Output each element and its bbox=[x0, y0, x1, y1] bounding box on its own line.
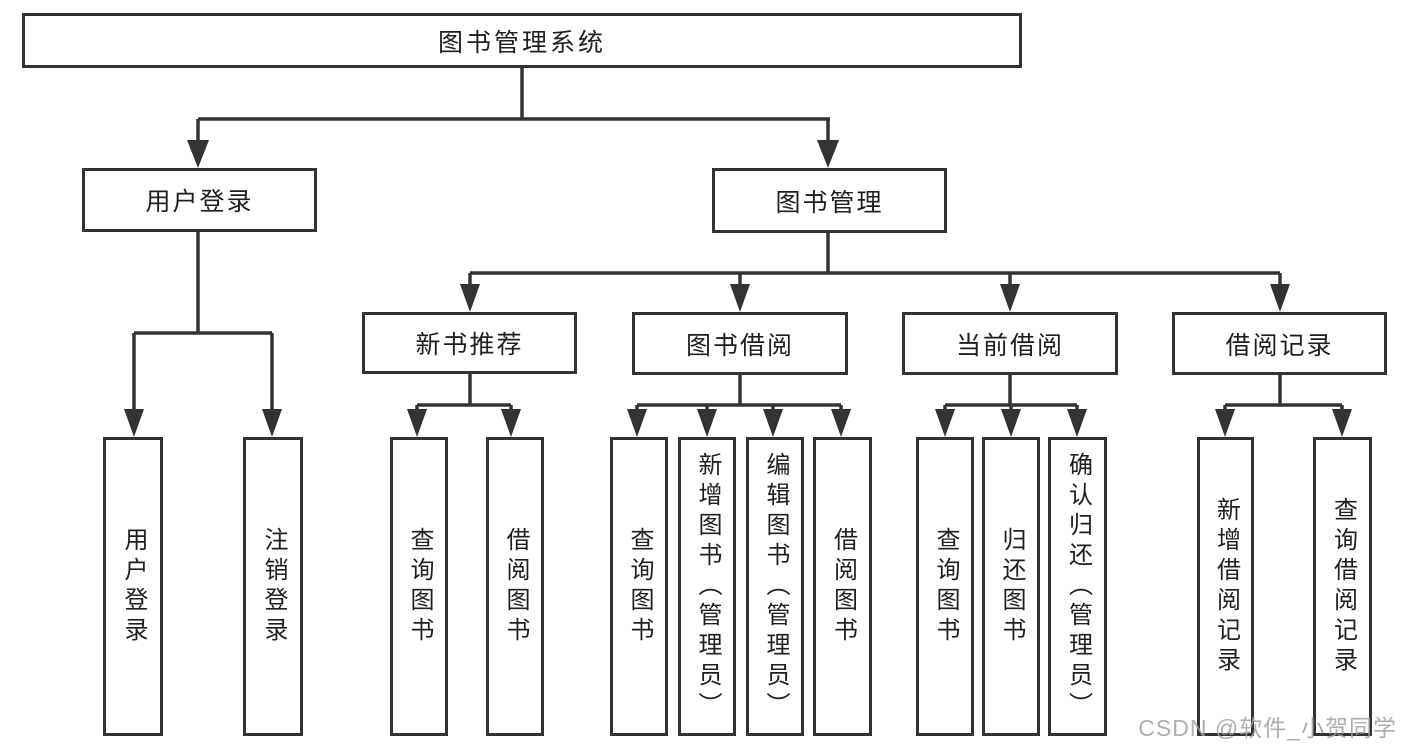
arrowhead bbox=[1001, 409, 1021, 437]
leaf-borrow-edit-books: 编辑图书（管理员） bbox=[746, 437, 804, 736]
node-label: 新增借阅记录 bbox=[1212, 496, 1240, 677]
arrowhead bbox=[1067, 409, 1087, 437]
arrowhead bbox=[627, 409, 647, 437]
arrowhead bbox=[817, 140, 839, 168]
arrowhead bbox=[1270, 284, 1290, 312]
node-label: 图书管理系统 bbox=[437, 28, 606, 57]
edge-current-trunk bbox=[945, 375, 1077, 407]
node-label: 借阅图书 bbox=[502, 526, 529, 647]
leaf-current-confirm-return: 确认归还（管理员） bbox=[1048, 437, 1107, 736]
node-library-management-system: 图书管理系统 bbox=[22, 13, 1022, 68]
arrowhead bbox=[407, 409, 427, 437]
node-user-login-group: 用户登录 bbox=[82, 168, 317, 232]
node-book-borrowing: 图书借阅 bbox=[632, 312, 848, 375]
node-current-borrowing: 当前借阅 bbox=[902, 312, 1118, 375]
leaf-records-query-record: 查询借阅记录 bbox=[1313, 437, 1372, 736]
edge-mgmt-trunk bbox=[470, 233, 1280, 275]
node-label: 新书推荐 bbox=[415, 331, 524, 359]
leaf-rec-borrow-books: 借阅图书 bbox=[486, 437, 544, 736]
leaf-current-return-books: 归还图书 bbox=[982, 437, 1040, 736]
arrowheads bbox=[124, 140, 1352, 437]
arrowhead bbox=[730, 284, 750, 312]
node-label: 新增图书（管理员） bbox=[694, 451, 721, 722]
node-label: 查询借阅记录 bbox=[1329, 496, 1357, 677]
node-label: 编辑图书（管理员） bbox=[762, 451, 789, 722]
leaf-current-query-books: 查询图书 bbox=[916, 437, 974, 736]
leaf-logout: 注销登录 bbox=[243, 437, 303, 736]
edge-borrow-trunk bbox=[637, 375, 841, 407]
leaf-borrow-add-books: 新增图书（管理员） bbox=[678, 437, 736, 736]
leaf-rec-query-books: 查询图书 bbox=[390, 437, 448, 736]
arrowhead bbox=[124, 409, 144, 437]
arrowhead bbox=[262, 409, 282, 437]
arrowhead bbox=[187, 140, 209, 168]
node-label: 查询图书 bbox=[406, 526, 433, 647]
watermark-text: CSDN @软件_小贺同学 bbox=[1138, 715, 1397, 741]
node-label: 确认归还（管理员） bbox=[1064, 451, 1092, 722]
leaf-borrow-borrow-books: 借阅图书 bbox=[813, 437, 872, 736]
edge-records-trunk bbox=[1225, 375, 1342, 407]
node-label: 用户登录 bbox=[120, 526, 147, 647]
arrowhead bbox=[1332, 409, 1352, 437]
node-label: 用户登录 bbox=[145, 188, 254, 216]
node-label: 借阅图书 bbox=[829, 526, 857, 647]
node-label: 查询图书 bbox=[932, 526, 959, 647]
leaf-borrow-query-books: 查询图书 bbox=[610, 437, 668, 736]
leaf-records-add-record: 新增借阅记录 bbox=[1197, 437, 1254, 736]
arrowhead bbox=[460, 284, 480, 312]
arrowhead bbox=[935, 409, 955, 437]
node-label: 归还图书 bbox=[998, 526, 1025, 647]
arrowhead bbox=[1215, 409, 1235, 437]
node-label: 图书管理 bbox=[775, 188, 884, 217]
node-label: 图书借阅 bbox=[685, 331, 794, 360]
leaf-user-login: 用户登录 bbox=[103, 437, 163, 736]
arrowhead bbox=[697, 409, 717, 437]
edge-root-trunk bbox=[198, 68, 830, 121]
node-borrowing-records: 借阅记录 bbox=[1172, 312, 1387, 375]
arrowhead bbox=[501, 409, 521, 437]
node-label: 查询图书 bbox=[626, 526, 653, 647]
node-new-book-recommendation: 新书推荐 bbox=[362, 312, 577, 374]
node-label: 注销登录 bbox=[260, 526, 287, 647]
arrowhead bbox=[1000, 284, 1020, 312]
node-label: 当前借阅 bbox=[955, 331, 1064, 360]
arrowhead bbox=[831, 409, 851, 437]
node-book-management: 图书管理 bbox=[712, 168, 947, 233]
node-label: 借阅记录 bbox=[1225, 331, 1334, 360]
edge-login-trunk bbox=[134, 232, 272, 335]
edge-rec-trunk bbox=[417, 374, 511, 407]
arrowhead bbox=[763, 409, 783, 437]
